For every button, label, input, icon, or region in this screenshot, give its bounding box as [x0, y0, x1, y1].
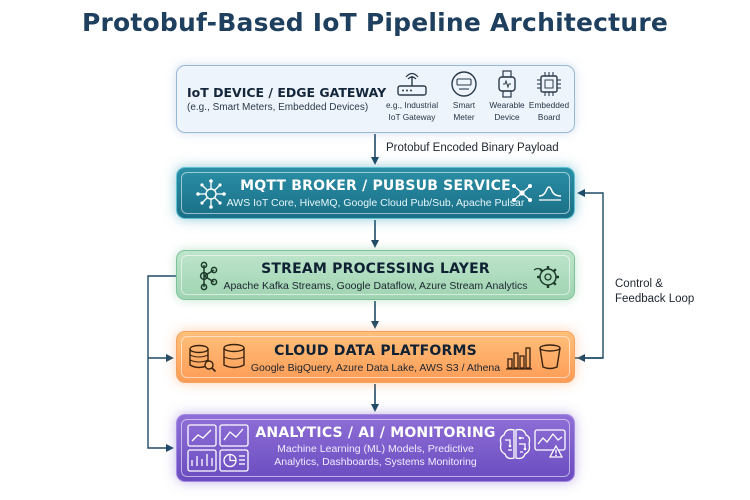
monitoring-alert-icon: [534, 429, 566, 458]
analytics-layer-subtitle: Machine Learning (ML) Models, Predictive…: [177, 443, 574, 469]
kafka-icon: [199, 261, 218, 291]
cloud-layer-subtitle: Google BigQuery, Azure Data Lake, AWS S3…: [250, 362, 501, 374]
device-item-label-2: IoT Gateway: [388, 112, 436, 122]
gateway-router-icon: [397, 72, 427, 96]
signal-wave-icon: [538, 186, 562, 201]
device-item-embedded: Embedded Board: [524, 70, 574, 122]
device-item-label-2: Device: [494, 112, 520, 122]
database-icon: [223, 343, 245, 369]
cloud-layer-title: CLOUD DATA PLATFORMS: [274, 343, 477, 359]
smartwatch-icon: [498, 70, 516, 98]
database-search-icon: [189, 344, 217, 373]
stream-layer-title: STREAM PROCESSING LAYER: [261, 261, 490, 277]
cloud-data-platforms-layer: CLOUD DATA PLATFORMS Google BigQuery, Az…: [176, 331, 575, 383]
analytics-subtitle-line1: Machine Learning (ML) Models, Predictive: [277, 443, 474, 455]
mqtt-broker-layer: MQTT BROKER / PUBSUB SERVICE AWS IoT Cor…: [176, 167, 575, 219]
storage-bucket-icon: [539, 344, 561, 370]
device-layer-subtitle: (e.g., Smart Meters, Embedded Devices): [187, 102, 369, 113]
device-item-label-2: Meter: [453, 112, 475, 122]
ai-brain-icon: [499, 428, 531, 460]
broker-layer-title: MQTT BROKER / PUBSUB SERVICE: [240, 178, 511, 194]
device-item-gateway: e.g., Industrial IoT Gateway: [379, 70, 445, 122]
chip-board-icon: [537, 72, 561, 96]
dashboard-charts-icon: [187, 424, 249, 472]
device-item-smart-meter: Smart Meter: [439, 70, 489, 122]
stream-processing-layer: STREAM PROCESSING LAYER Apache Kafka Str…: [176, 250, 575, 300]
network-hub-icon: [196, 179, 226, 209]
analytics-subtitle-line2: Analytics, Dashboards, Systems Monitorin…: [274, 456, 477, 468]
device-item-label-1: Smart: [452, 100, 476, 110]
analytics-layer-title: ANALYTICS / AI / MONITORING: [255, 425, 496, 441]
broker-layer-subtitle: AWS IoT Core, HiveMQ, Google Cloud Pub/S…: [226, 197, 525, 209]
device-item-label-2: Board: [537, 112, 561, 122]
bar-chart-icon: [506, 347, 532, 370]
iot-device-layer: IoT DEVICE / EDGE GATEWAY (e.g., Smart M…: [176, 65, 575, 133]
device-item-label-1: Wearable: [489, 100, 525, 110]
feedback-label-line1: Control &: [615, 278, 663, 290]
payload-label: Protobuf Encoded Binary Payload: [386, 142, 559, 154]
stream-layer-subtitle: Apache Kafka Streams, Google Dataflow, A…: [223, 280, 528, 292]
device-layer-title: IoT DEVICE / EDGE GATEWAY: [187, 85, 387, 100]
device-item-label-1: e.g., Industrial: [385, 100, 439, 110]
feedback-label-line2: Feedback Loop: [615, 293, 695, 305]
device-item-wearable: Wearable Device: [482, 70, 532, 122]
diagram-title: Protobuf-Based IoT Pipeline Architecture: [81, 8, 668, 37]
analytics-ai-monitoring-layer: ANALYTICS / AI / MONITORING Machine Lear…: [176, 414, 575, 482]
processing-gear-icon: [533, 266, 559, 288]
feedback-loop-label: Control & Feedback Loop: [615, 277, 694, 307]
smart-meter-icon: [451, 71, 477, 97]
share-nodes-icon: [512, 184, 532, 202]
arrow-feedback-loop: [575, 189, 604, 359]
device-item-label-1: Embedded: [528, 100, 570, 110]
arrow-stream-bypass-left: [147, 275, 176, 452]
